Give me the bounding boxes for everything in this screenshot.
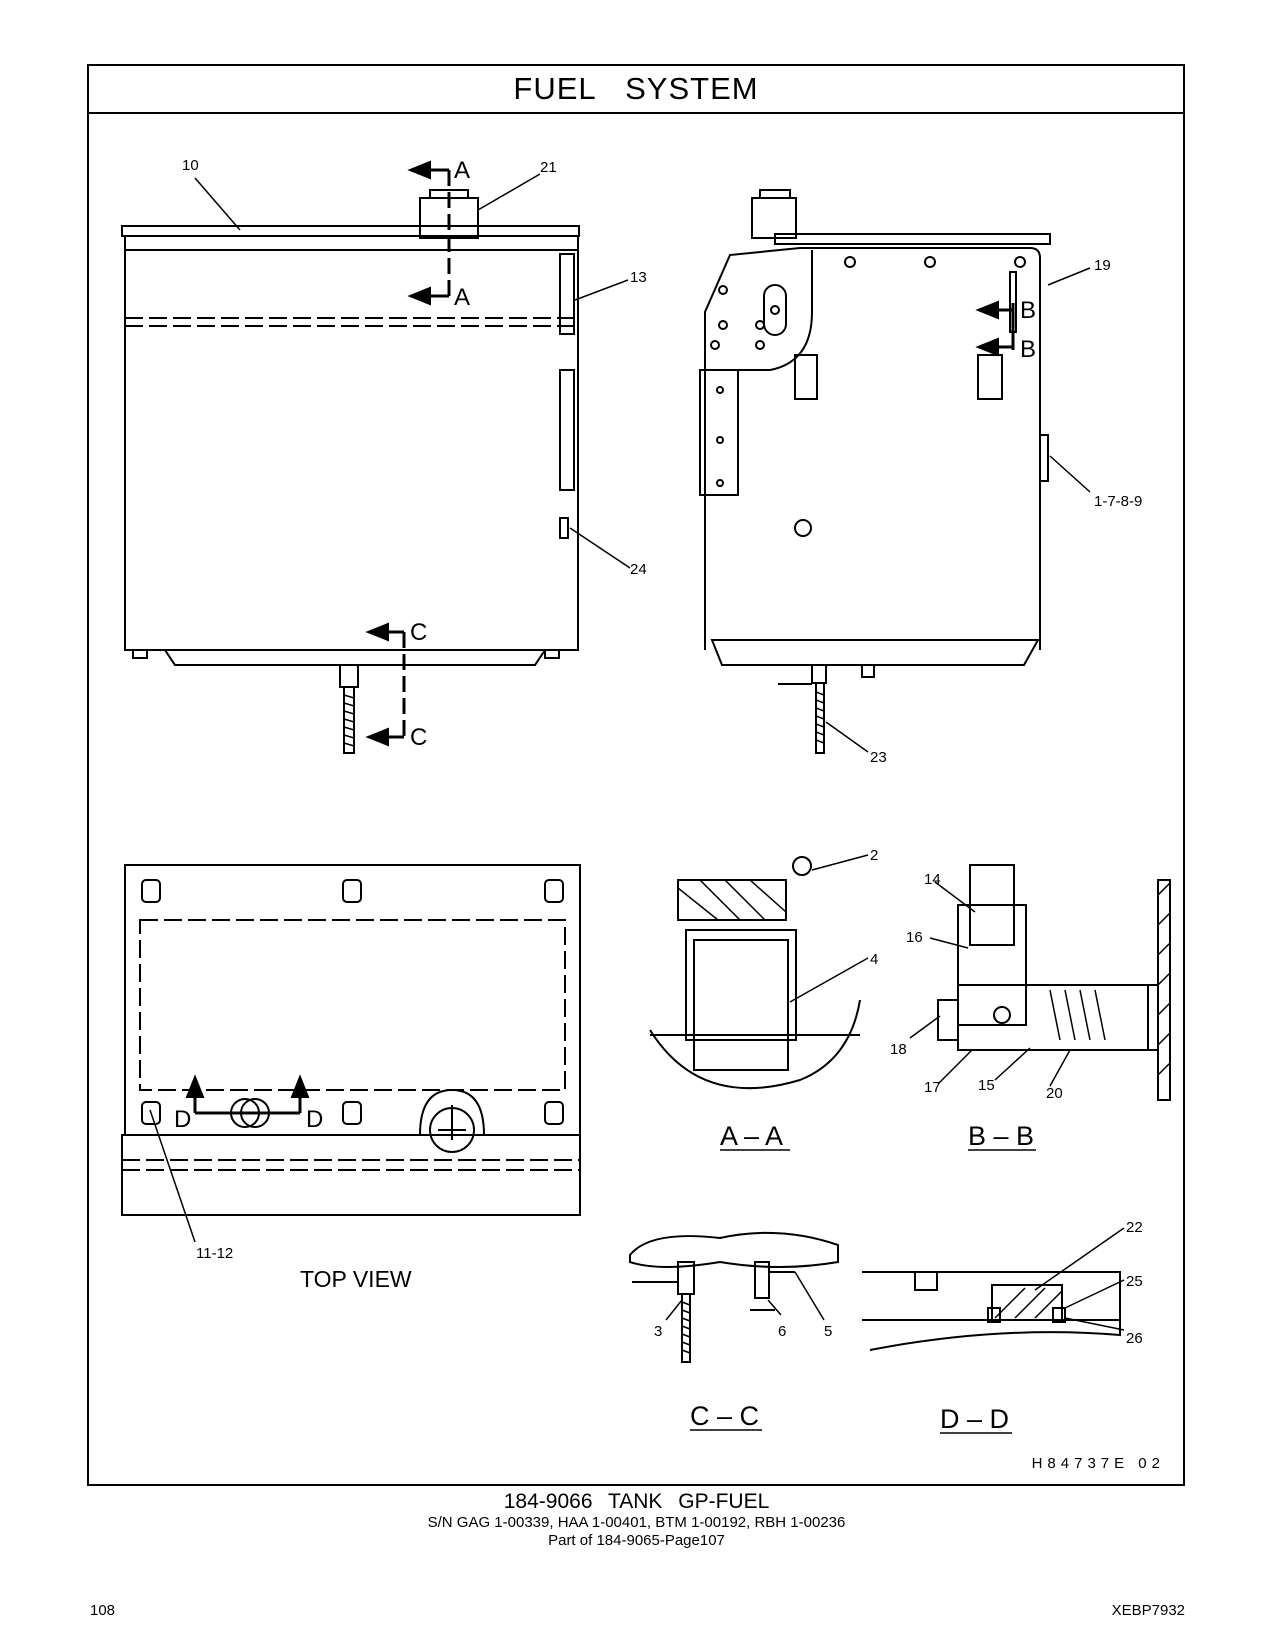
callout-14: 14 — [924, 871, 941, 888]
callout-20: 20 — [1046, 1085, 1063, 1102]
callout-6: 6 — [778, 1323, 786, 1340]
section-letter-a-top: A — [454, 157, 470, 184]
section-marker-b — [975, 300, 1015, 357]
section-letter-b-top: B — [1020, 297, 1036, 324]
drawing-frame: FUEL SYSTEM — [87, 64, 1185, 1486]
callout-5: 5 — [824, 1323, 832, 1340]
callout-3: 3 — [654, 1323, 662, 1340]
part-title: 184-9066 TANK GP-FUEL — [503, 1490, 770, 1513]
callout-11-12: 11-12 — [196, 1245, 233, 1262]
section-marker-c — [365, 622, 406, 747]
callout-4: 4 — [870, 951, 878, 968]
section-title-a-a: A – A — [720, 1121, 783, 1151]
section-letter-d-right: D — [306, 1106, 323, 1133]
section-letter-d-left: D — [174, 1106, 191, 1133]
section-title-b-b: B – B — [968, 1121, 1034, 1151]
side-view — [699, 189, 1051, 754]
top-view — [121, 864, 581, 1216]
section-b-b-drawing — [937, 864, 1171, 1101]
callout-1-7-8-9: 1-7-8-9 — [1094, 493, 1142, 510]
section-d-d-drawing — [862, 1271, 1121, 1351]
callout-10: 10 — [182, 157, 199, 174]
section-letter-b-bottom: B — [1020, 336, 1036, 363]
section-a-a-drawing — [649, 856, 861, 1090]
callout-13: 13 — [630, 269, 647, 286]
callout-2: 2 — [870, 847, 878, 864]
callout-19: 19 — [1094, 257, 1111, 274]
section-title-d-d: D – D — [940, 1404, 1009, 1434]
part-of-reference: Part of 184-9065-Page107 — [548, 1532, 725, 1549]
caption: 184-9066 TANK GP-FUEL S/N GAG 1-00339, H… — [0, 1490, 1273, 1550]
section-marker-a — [407, 160, 451, 306]
front-view — [121, 189, 580, 754]
leader-lines — [149, 173, 1125, 1331]
section-letter-c-bottom: C — [410, 724, 427, 751]
page-title: FUEL SYSTEM — [89, 66, 1183, 114]
section-letter-c-top: C — [410, 619, 427, 646]
section-marker-d — [185, 1074, 310, 1115]
callout-21: 21 — [540, 159, 557, 176]
callout-24: 24 — [630, 561, 647, 578]
callout-17: 17 — [924, 1079, 941, 1096]
callout-25: 25 — [1126, 1273, 1143, 1290]
section-c-c-drawing — [629, 1231, 839, 1363]
callout-15: 15 — [978, 1077, 995, 1094]
callout-26: 26 — [1126, 1330, 1143, 1347]
section-letter-a-bottom: A — [454, 284, 470, 311]
callout-23: 23 — [870, 749, 887, 766]
callout-22: 22 — [1126, 1219, 1143, 1236]
callout-16: 16 — [906, 929, 923, 946]
callout-18: 18 — [890, 1041, 907, 1058]
top-view-label: TOP VIEW — [300, 1266, 412, 1292]
section-title-c-c: C – C — [690, 1401, 759, 1431]
document-code: XEBP7932 — [1111, 1602, 1185, 1619]
serial-numbers: S/N GAG 1-00339, HAA 1-00401, BTM 1-0019… — [427, 1514, 846, 1531]
page-number: 108 — [90, 1602, 116, 1619]
